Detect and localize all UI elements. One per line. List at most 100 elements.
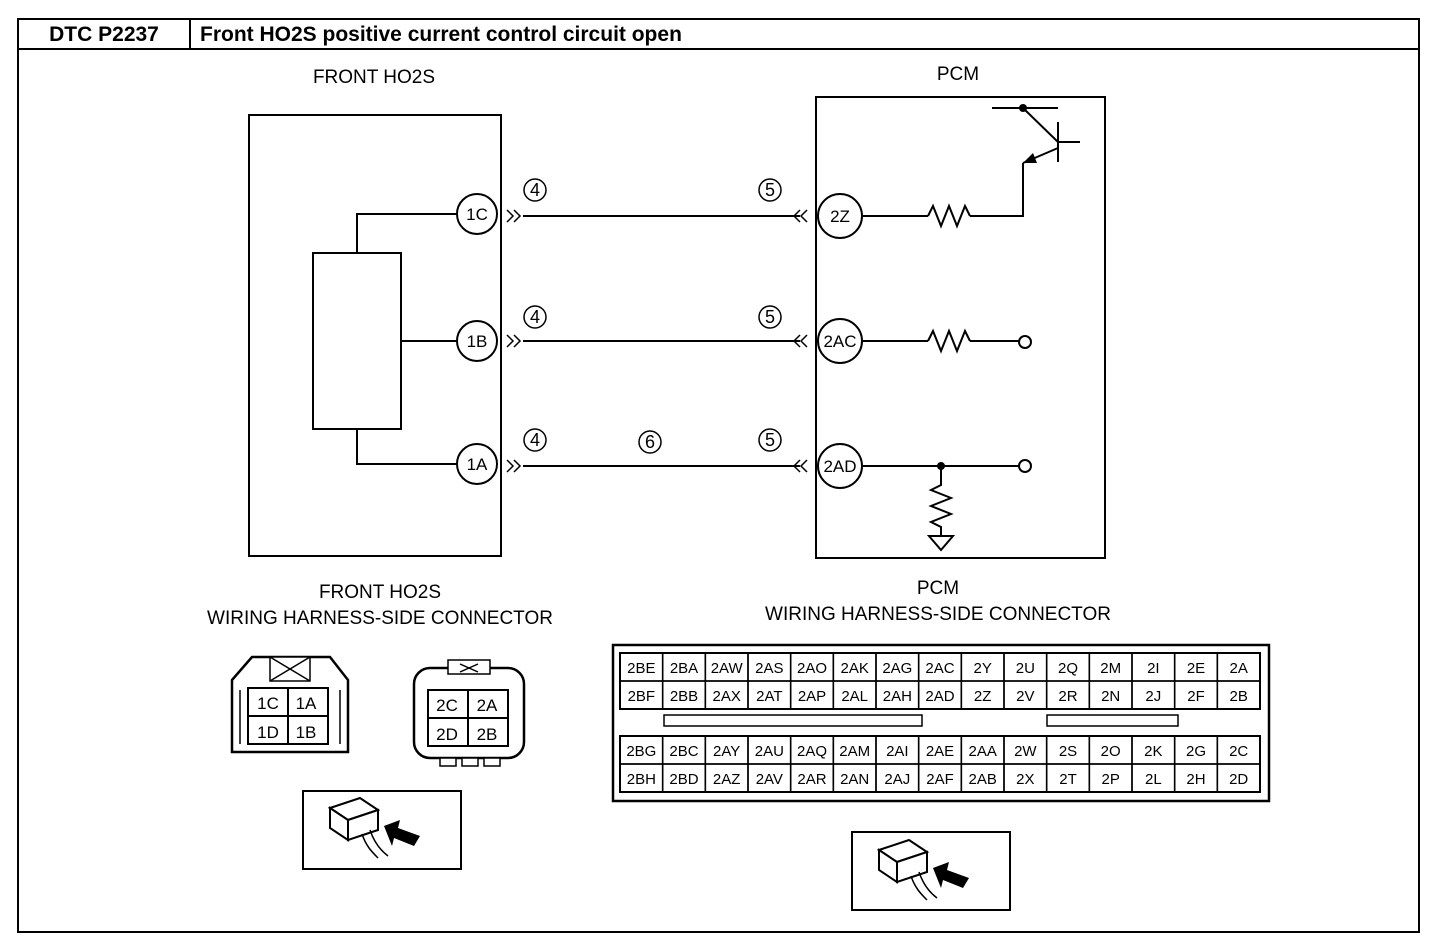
pcm-pin-label: 2AT: [756, 688, 782, 705]
pcm-pin-label: 2AY: [713, 743, 740, 760]
pcm-connector-caption-1: PCM: [917, 578, 959, 599]
wire-marker-4-mid: 4: [523, 305, 547, 329]
pcm-pin-label: 2BG: [626, 743, 656, 760]
sensor-terminal-1c: 1C: [456, 193, 498, 235]
pcm-pin-label: 2K: [1144, 743, 1162, 760]
svg-text:5: 5: [765, 307, 775, 327]
pcm-pin-label: 2AB: [968, 771, 996, 788]
ho2s-female-pin: 2D: [436, 725, 458, 744]
pcm-pin-label: 2A: [1229, 660, 1247, 677]
pcm-connector-arrows: [792, 209, 808, 473]
ho2s-connector-caption-1: FRONT HO2S: [319, 582, 441, 603]
pcm-pin-label: 2AD: [925, 688, 954, 705]
pcm-pin-label: 2E: [1187, 660, 1205, 677]
resistor-2z: [927, 203, 971, 229]
sensor-title: FRONT HO2S: [313, 67, 435, 88]
sensor-terminal-1a: 1A: [456, 443, 498, 485]
sensor-terminal-label: 1B: [467, 332, 488, 351]
ho2s-male-pin: 1C: [257, 694, 279, 713]
pcm-pin-label: 2B: [1229, 688, 1247, 705]
pcm-pin-label: 2AA: [968, 743, 996, 760]
pcm-view-direction-icon: [851, 831, 1011, 911]
wire-marker-4-bottom: 4: [523, 428, 547, 452]
pcm-pin-label: 2X: [1016, 771, 1034, 788]
ho2s-female-pin: 2C: [436, 696, 458, 715]
pcm-pin-label: 2Y: [973, 660, 991, 677]
pcm-pin-label: 2BH: [627, 771, 656, 788]
pcm-pin-label: 2AQ: [797, 743, 827, 760]
sensor-element: [312, 252, 402, 430]
ho2s-female-connector: 2C 2A 2D 2B: [412, 659, 526, 767]
sensor-wire-1a: [356, 429, 457, 465]
pcm-pin-label: 2AU: [755, 743, 784, 760]
sensor-terminal-label: 1C: [466, 205, 488, 224]
ho2s-male-connector: 1C 1A 1D 1B: [230, 655, 350, 754]
pcm-pin-cell: [1216, 763, 1261, 793]
pcm-pin-label: 2BB: [670, 688, 698, 705]
pcm-pin-label: 2G: [1186, 743, 1206, 760]
wire-marker-4-top: 4: [523, 178, 547, 202]
ho2s-view-direction-icon: [302, 790, 462, 870]
pcm-pin-label: 2AZ: [713, 771, 741, 788]
pcm-pin-label: 2S: [1059, 743, 1077, 760]
pcm-pin-label: 2AL: [841, 688, 868, 705]
pcm-pin-label: 2AH: [883, 688, 912, 705]
wire-marker-5-top: 5: [758, 178, 782, 202]
pcm-pin-label: 2AM: [839, 743, 870, 760]
pcm-line-2z-to-transistor: [970, 163, 1024, 217]
pcm-pin-label: 2AX: [712, 688, 740, 705]
pcm-pin-label: 2AK: [840, 660, 868, 677]
svg-text:5: 5: [765, 430, 775, 450]
outer-frame: [17, 18, 1420, 933]
pcm-pin-label: 2U: [1016, 660, 1035, 677]
wire-marker-5-mid: 5: [758, 305, 782, 329]
pcm-pin-label: 2AO: [797, 660, 827, 677]
pcm-pin-label: 2AF: [926, 771, 954, 788]
ho2s-female-pin: 2B: [477, 725, 498, 744]
svg-text:4: 4: [530, 430, 540, 450]
pcm-pin-label: 2J: [1145, 688, 1161, 705]
pcm-terminal-label: 2AD: [823, 457, 856, 476]
svg-text:4: 4: [530, 307, 540, 327]
pcm-pin-label: 2AN: [840, 771, 869, 788]
pcm-terminal-2z: 2Z: [817, 193, 863, 239]
ho2s-male-pin: 1A: [296, 694, 317, 713]
pcm-pin-label: 2C: [1229, 743, 1248, 760]
wire-marker-6: 6: [638, 430, 662, 454]
pcm-pin-label: 2P: [1101, 771, 1119, 788]
pcm-pin-label: 2T: [1059, 771, 1077, 788]
pcm-pin-label: 2AS: [755, 660, 783, 677]
pcm-pin-cell: [1216, 680, 1261, 710]
pcm-pin-label: 2Q: [1058, 660, 1078, 677]
open-terminal-2ac: [1018, 335, 1032, 349]
transistor-symbol: [992, 104, 1080, 164]
pcm-pin-label: 2R: [1058, 688, 1077, 705]
ho2s-male-pin: 1D: [257, 723, 279, 742]
pcm-pin-label: 2BD: [669, 771, 698, 788]
pcm-pin-label: 2AW: [711, 660, 744, 677]
ho2s-female-pin: 2A: [477, 696, 498, 715]
pcm-pin-label: 2AG: [882, 660, 912, 677]
ho2s-male-pin: 1B: [296, 723, 317, 742]
pcm-pin-label: 2BA: [670, 660, 698, 677]
pcm-pin-label: 2H: [1186, 771, 1205, 788]
pcm-pin-label: 2AV: [756, 771, 783, 788]
open-terminal-2ad: [1018, 459, 1032, 473]
pcm-box: [815, 96, 1106, 559]
pcm-connector-caption-2: WIRING HARNESS-SIDE CONNECTOR: [765, 604, 1111, 625]
pcm-terminal-2ac: 2AC: [817, 318, 863, 364]
pcm-pin-label: 2AE: [926, 743, 954, 760]
pcm-pin-label: 2BF: [628, 688, 656, 705]
pcm-terminal-label: 2AC: [823, 332, 856, 351]
pcm-pin-label: 2Z: [974, 688, 992, 705]
pcm-pin-label: 2O: [1101, 743, 1121, 760]
resistor-2ac: [927, 328, 971, 354]
pcm-pin-label: 2F: [1187, 688, 1205, 705]
dtc-title: Front HO2S positive current control circ…: [200, 23, 682, 46]
pcm-pin-label: 2BE: [627, 660, 655, 677]
sensor-terminal-label: 1A: [467, 455, 488, 474]
pcm-pin-label: 2BC: [669, 743, 698, 760]
pcm-pin-label: 2AP: [798, 688, 826, 705]
